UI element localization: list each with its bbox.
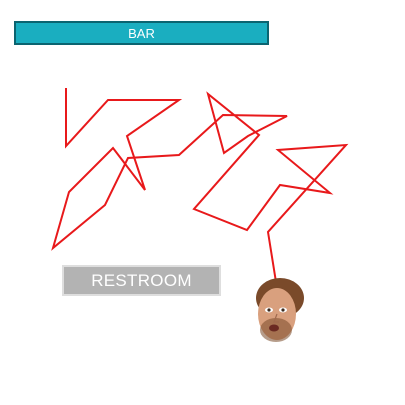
nose — [273, 313, 279, 323]
drunk-walk-line — [51, 88, 349, 283]
bar-sign: BAR — [14, 21, 269, 45]
mouth — [269, 324, 279, 332]
restroom-sign: RESTROOM — [62, 265, 221, 296]
right-pupil — [281, 308, 285, 312]
left-pupil — [267, 308, 271, 312]
bar-label: BAR — [128, 25, 155, 41]
man-face-icon — [256, 278, 304, 342]
restroom-label: RESTROOM — [91, 270, 192, 290]
